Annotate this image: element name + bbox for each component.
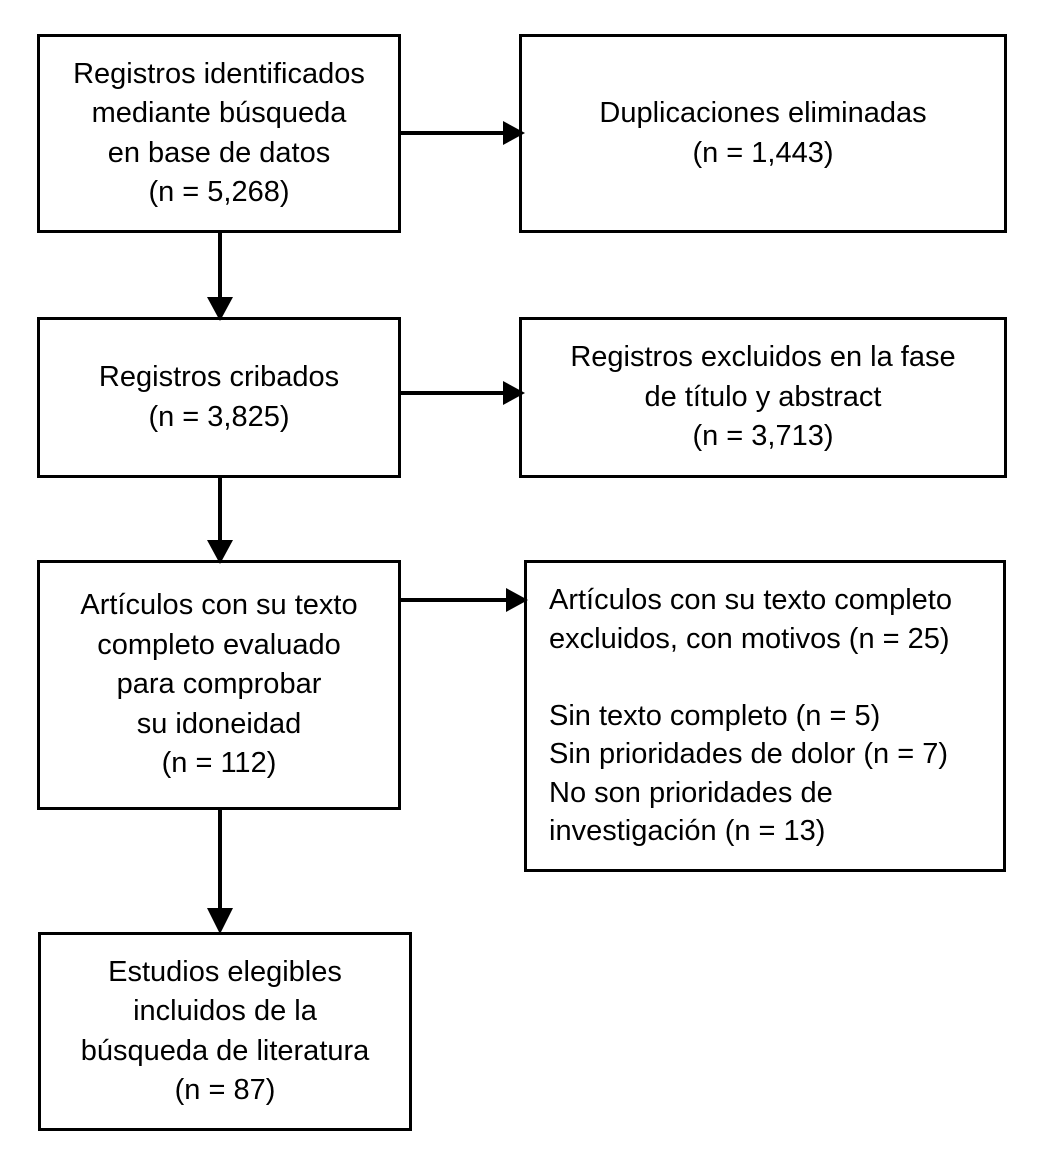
box-studies-included-text: Estudios elegibles incluidos de la búsqu… — [80, 955, 370, 1106]
box-records-identified-text: Registros identificados mediante búsqued… — [73, 57, 365, 208]
arrow-fulltext-to-excluded — [399, 585, 528, 615]
box-records-excluded-text: Registros excluidos en la fase de título… — [570, 341, 956, 453]
box-records-excluded: Registros excluidos en la fase de título… — [519, 317, 1007, 478]
arrow-identified-to-screened — [205, 231, 235, 321]
box-fulltext-excluded-text: Artículos con su texto completo excluido… — [549, 584, 952, 848]
box-duplicates-removed-text: Duplicaciones eliminadas (n = 1,443) — [599, 97, 927, 169]
arrow-screened-to-excluded — [399, 378, 525, 408]
box-fulltext-excluded: Artículos con su texto completo excluido… — [524, 560, 1006, 872]
arrow-fulltext-to-included — [205, 808, 235, 936]
box-records-screened: Registros cribados (n = 3,825) — [37, 317, 401, 478]
box-records-identified: Registros identificados mediante búsqued… — [37, 34, 401, 233]
box-duplicates-removed: Duplicaciones eliminadas (n = 1,443) — [519, 34, 1007, 233]
box-studies-included: Estudios elegibles incluidos de la búsqu… — [38, 932, 412, 1131]
box-fulltext-assessed-text: Artículos con su texto completo evaluado… — [80, 589, 358, 780]
arrow-identified-to-duplicates — [399, 118, 525, 148]
arrow-screened-to-fulltext — [205, 476, 235, 564]
box-records-screened-text: Registros cribados (n = 3,825) — [98, 361, 340, 433]
box-fulltext-assessed: Artículos con su texto completo evaluado… — [37, 560, 401, 810]
